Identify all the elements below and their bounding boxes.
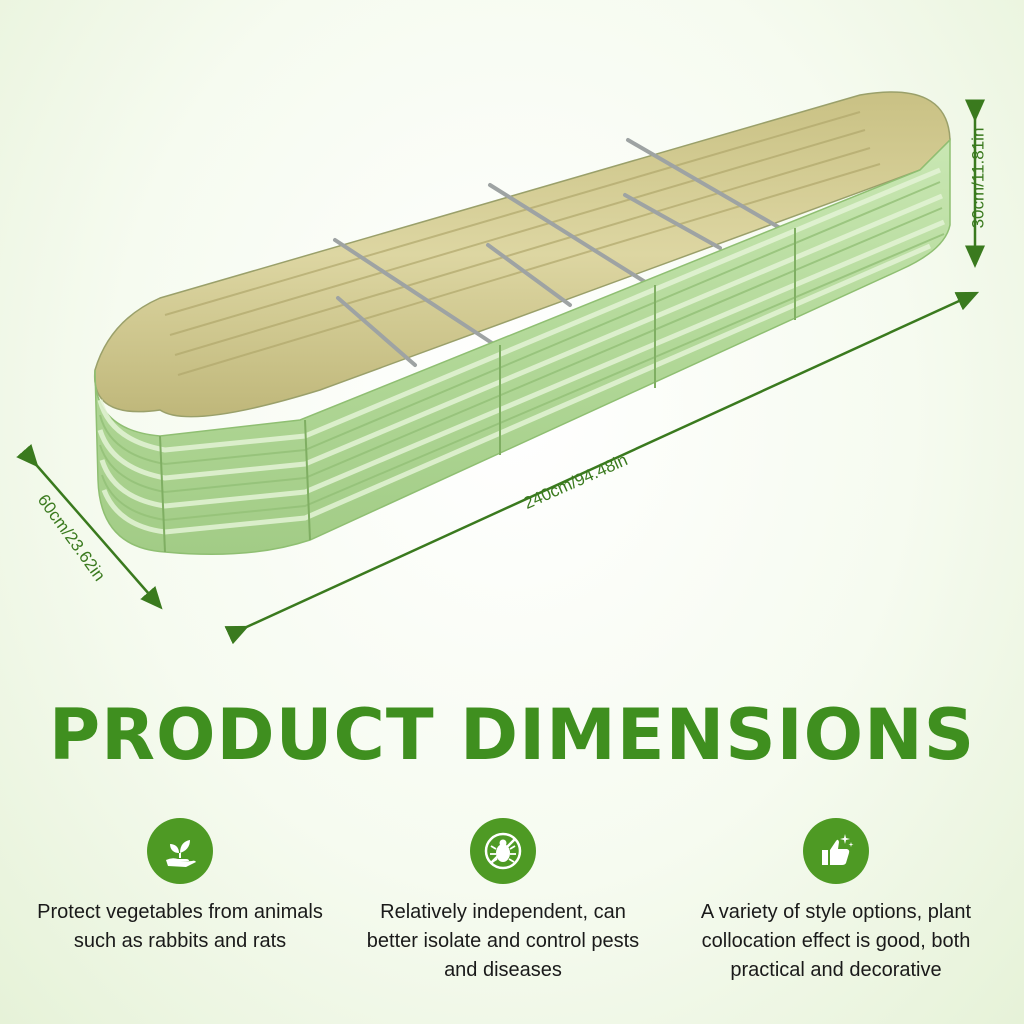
feature-text: Protect vegetables from animals such as … (37, 901, 323, 952)
plant-in-hand-icon (147, 818, 213, 884)
no-bug-icon (470, 818, 536, 884)
height-dimension-label: 30cm/11.81in (968, 127, 988, 229)
feature-animal-protection: Protect vegetables from animals such as … (30, 818, 330, 956)
width-arrow (16, 444, 163, 610)
feature-style-options: A variety of style options, plant colloc… (686, 818, 986, 985)
raised-garden-bed-illustration (16, 91, 985, 645)
dimension-arrows (16, 99, 985, 645)
page-title: PRODUCT DIMENSIONS (48, 694, 976, 776)
feature-pest-isolation: Relatively independent, can better isola… (353, 818, 653, 985)
feature-text: Relatively independent, can better isola… (366, 901, 640, 981)
thumbs-up-sparkle-icon (803, 818, 869, 884)
length-arrow (224, 291, 980, 645)
feature-text: A variety of style options, plant colloc… (700, 901, 972, 981)
